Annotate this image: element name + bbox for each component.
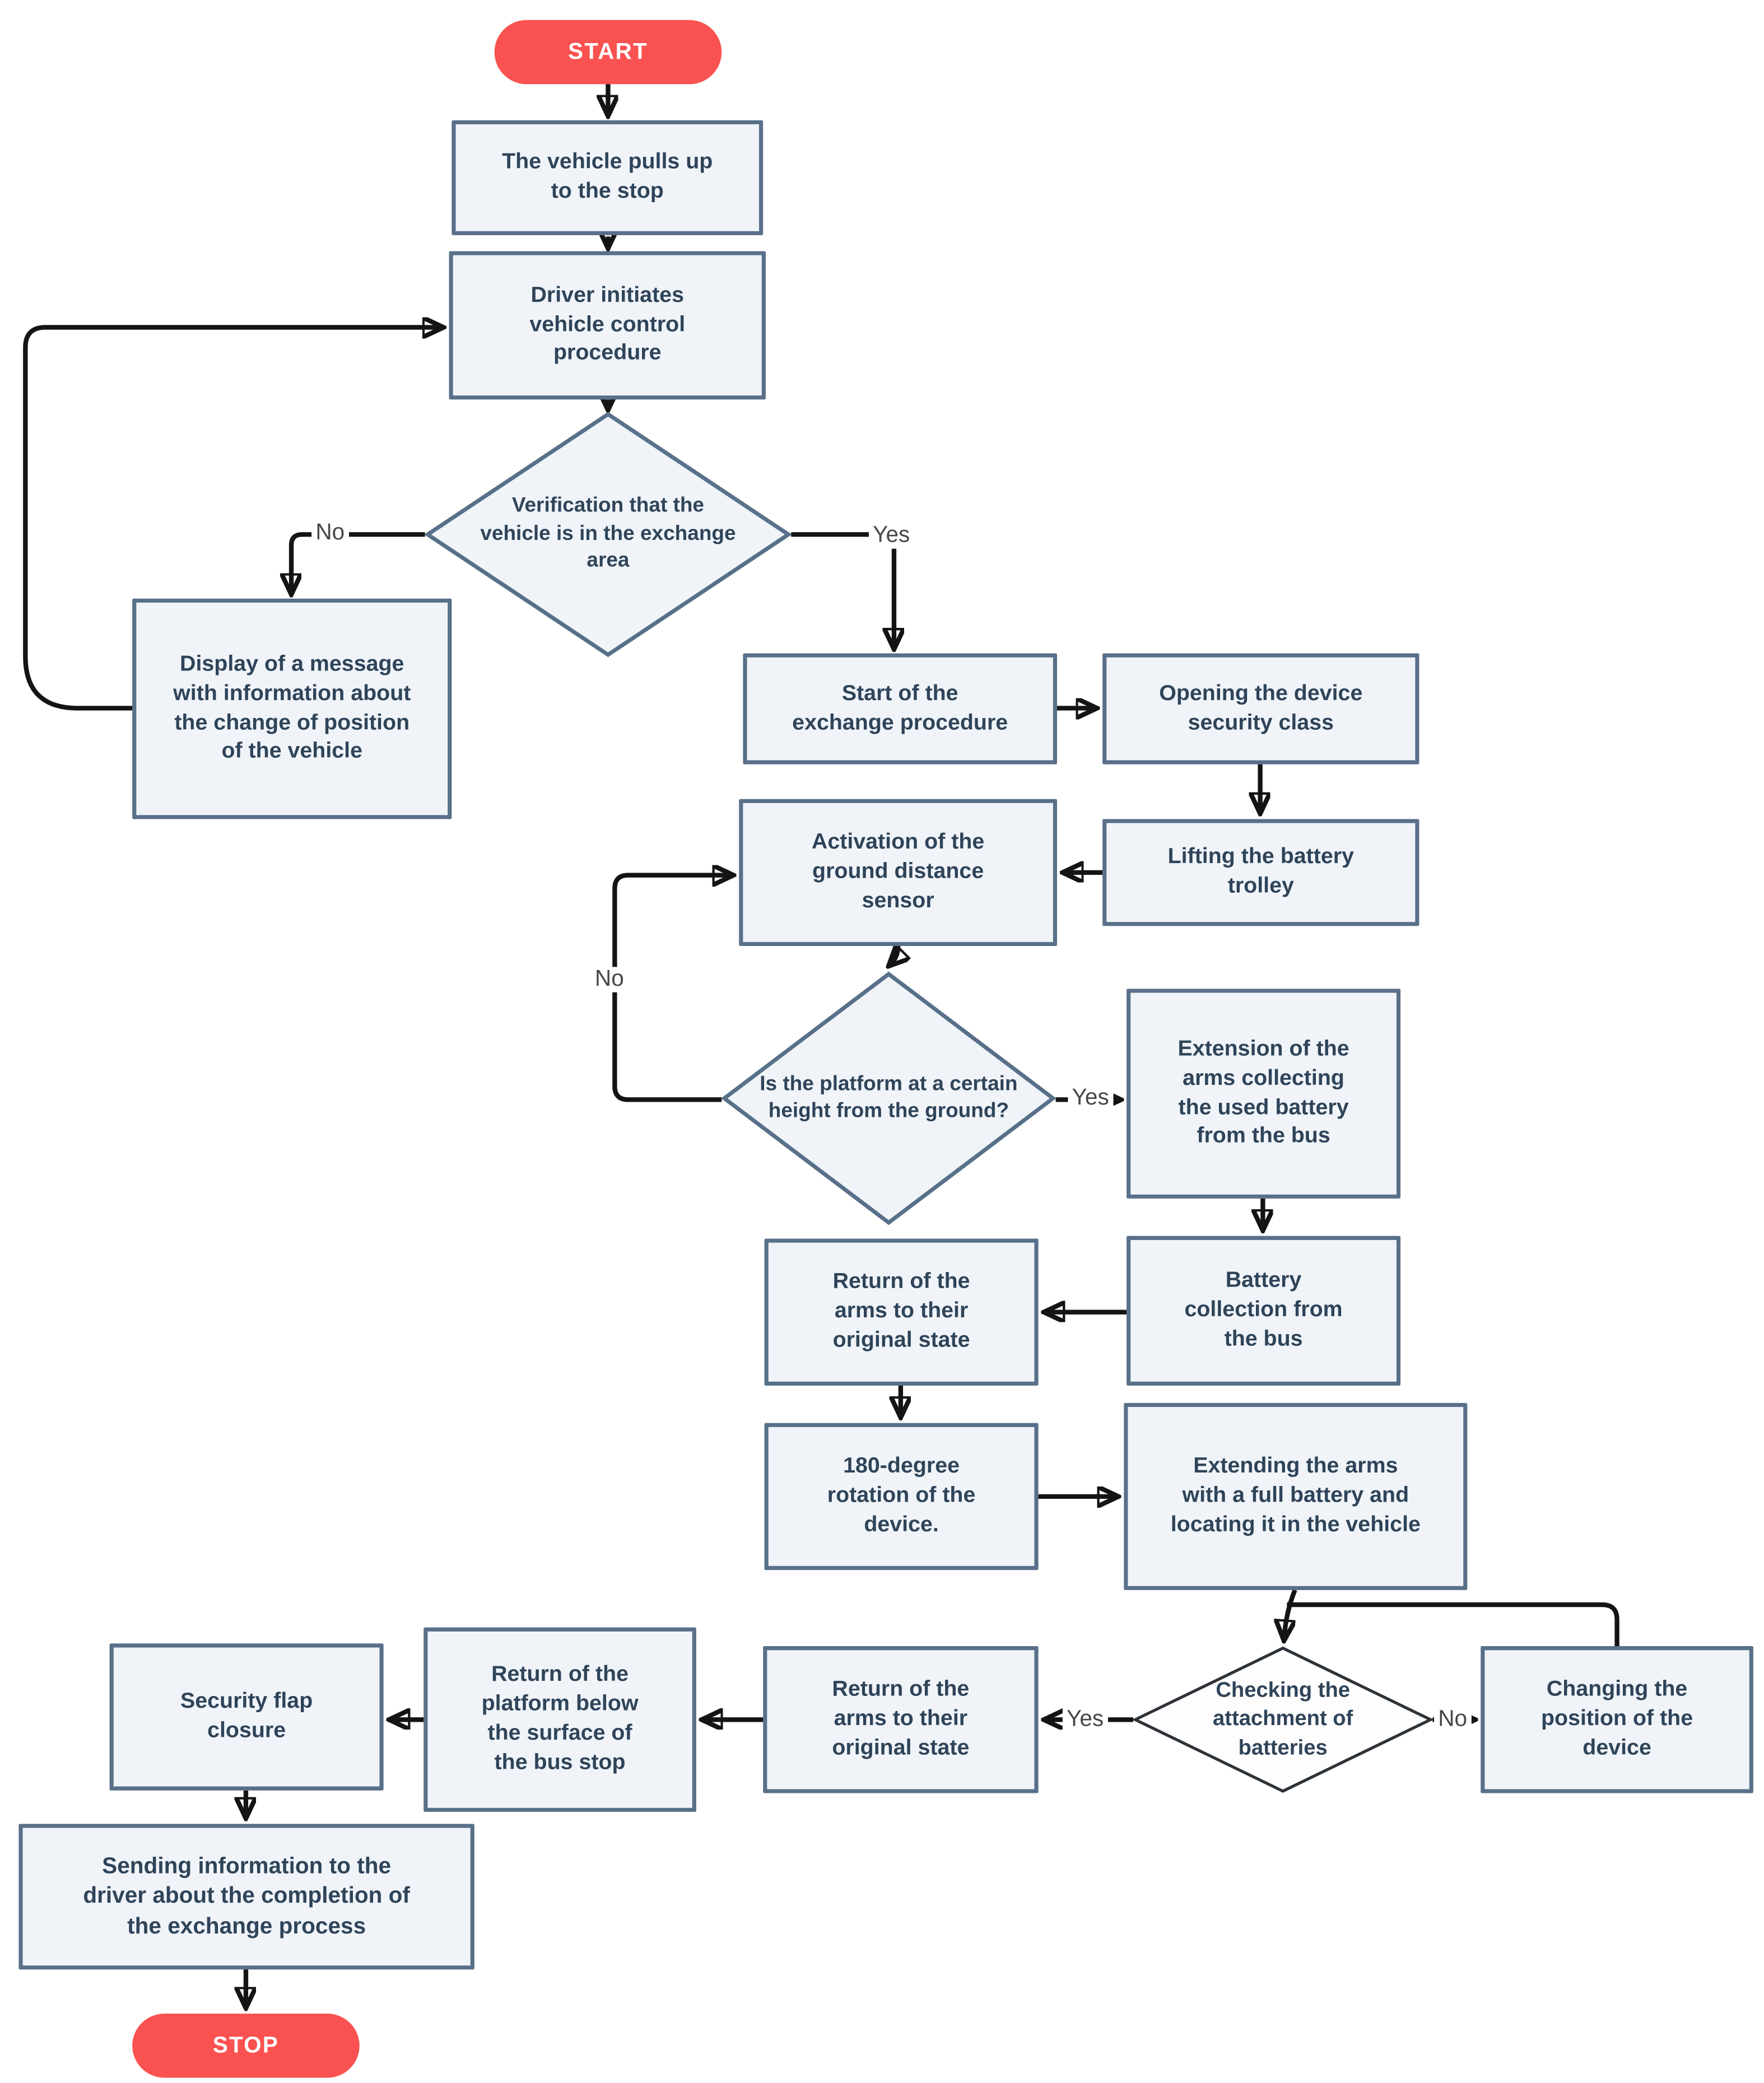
process-rotation-180: 180-degree rotation of the device. bbox=[764, 1423, 1039, 1571]
node-label: Lifting the battery trolley bbox=[1167, 844, 1355, 898]
process-vehicle-pulls: The vehicle pulls up to the stop bbox=[452, 120, 764, 235]
node-label: The vehicle pulls up to the stop bbox=[502, 150, 713, 203]
node-label: Extending the arms with a full battery a… bbox=[1170, 1453, 1421, 1537]
node-label: Display of a message with information ab… bbox=[173, 651, 411, 764]
decision-checking-attachment: Checking the attachment of batteries bbox=[1133, 1646, 1433, 1793]
diamond-shape bbox=[722, 971, 1056, 1225]
stop-label: STOP bbox=[212, 2032, 280, 2058]
start-terminator: START bbox=[494, 20, 722, 85]
node-label: Security flap closure bbox=[180, 1689, 313, 1742]
edge-verify-yes-to-start-exchange bbox=[791, 532, 894, 645]
diamond-shape bbox=[425, 412, 792, 658]
process-security-flap: Security flap closure bbox=[109, 1643, 384, 1791]
edge-display-loop-to-driver bbox=[23, 327, 440, 711]
edge-changing-loop-to-checking bbox=[1287, 1602, 1619, 1647]
process-battery-collection: Battery collection from the bus bbox=[1127, 1236, 1401, 1386]
process-activation-sensor: Activation of the ground distance sensor bbox=[739, 799, 1058, 947]
process-extending-full-battery: Extending the arms with a full battery a… bbox=[1124, 1402, 1468, 1590]
node-label: Return of the arms to their original sta… bbox=[832, 1269, 970, 1353]
edge-platform-no-to-activation bbox=[612, 875, 729, 1102]
process-changing-position: Changing the position of the device bbox=[1481, 1646, 1753, 1793]
node-label: Activation of the ground distance sensor bbox=[811, 830, 985, 913]
node-label: Battery collection from the bus bbox=[1184, 1268, 1343, 1351]
edge-label-verify-yes: Yes bbox=[868, 523, 914, 548]
node-label: 180-degree rotation of the device. bbox=[827, 1453, 976, 1537]
decision-verify-area: Verification that the vehicle is in the … bbox=[425, 412, 792, 658]
node-label: Driver initiates vehicle control procedu… bbox=[529, 282, 686, 366]
node-label: Start of the exchange procedure bbox=[792, 681, 1008, 734]
process-extension-arms: Extension of the arms collecting the use… bbox=[1127, 989, 1401, 1199]
node-label: Is the platform at a certain height from… bbox=[760, 1072, 1018, 1122]
edge-label-platform-no: No bbox=[590, 966, 628, 992]
stop-terminator: STOP bbox=[132, 2014, 360, 2078]
start-label: START bbox=[567, 39, 648, 64]
node-label: Opening the device security class bbox=[1159, 681, 1363, 734]
node-label: Return of the platform below the surface… bbox=[481, 1662, 639, 1774]
node-label: Changing the position of the device bbox=[1541, 1677, 1693, 1760]
edge-label-checking-yes: Yes bbox=[1062, 1706, 1108, 1732]
node-label: Extension of the arms collecting the use… bbox=[1177, 1036, 1349, 1149]
edge-label-platform-yes: Yes bbox=[1068, 1085, 1113, 1111]
edge-label-checking-no: No bbox=[1434, 1706, 1472, 1732]
process-return-arms-2: Return of the arms to their original sta… bbox=[763, 1646, 1039, 1793]
node-label: Sending information to the driver about … bbox=[83, 1852, 410, 1939]
process-opening-security: Opening the device security class bbox=[1102, 653, 1419, 765]
process-lifting-trolley: Lifting the battery trolley bbox=[1102, 819, 1419, 926]
process-start-exchange: Start of the exchange procedure bbox=[743, 653, 1058, 765]
node-label: Verification that the vehicle is in the … bbox=[480, 495, 736, 572]
process-sending-info: Sending information to the driver about … bbox=[18, 1824, 474, 1970]
decision-platform-height: Is the platform at a certain height from… bbox=[722, 971, 1056, 1225]
edge-activation-to-platform bbox=[891, 946, 898, 963]
diamond-shape bbox=[1133, 1646, 1433, 1793]
edge-extending-to-checking bbox=[1284, 1589, 1297, 1637]
edge-verify-no-to-display bbox=[291, 532, 425, 590]
node-label: Checking the attachment of batteries bbox=[1213, 1680, 1353, 1759]
process-driver-initiates: Driver initiates vehicle control procedu… bbox=[449, 251, 766, 400]
edge-label-verify-no: No bbox=[311, 520, 349, 546]
process-return-platform: Return of the platform below the surface… bbox=[423, 1627, 696, 1812]
node-label: Return of the arms to their original sta… bbox=[832, 1677, 970, 1760]
process-return-arms-1: Return of the arms to their original sta… bbox=[764, 1238, 1039, 1386]
process-display-message: Display of a message with information ab… bbox=[132, 598, 452, 819]
